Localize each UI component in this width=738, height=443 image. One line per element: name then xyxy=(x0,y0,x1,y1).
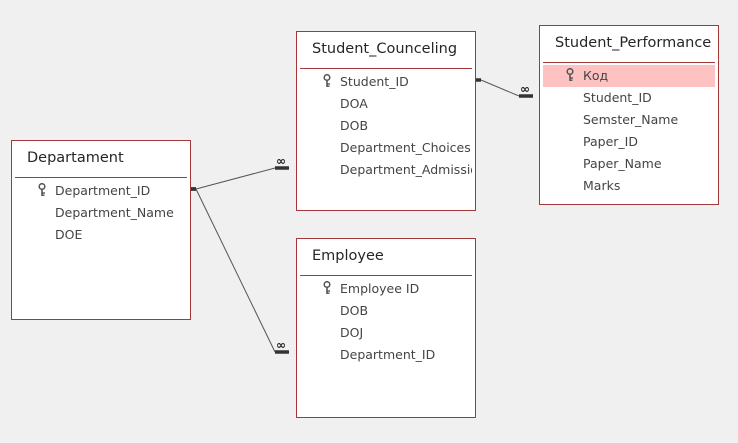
field-row[interactable]: Paper_ID xyxy=(543,131,715,153)
table-title[interactable]: Student_Counceling xyxy=(312,41,458,57)
field-row[interactable]: Employee ID xyxy=(300,278,472,300)
field-name: DOA xyxy=(340,96,368,111)
table-title[interactable]: Departament xyxy=(27,150,124,166)
field-name: DOB xyxy=(340,303,369,318)
field-row[interactable]: Department_ID xyxy=(300,344,472,366)
field-name: Department_Admission xyxy=(340,162,472,177)
field-row[interactable]: Paper_Name xyxy=(543,153,715,175)
field-list[interactable]: Employee ID DOB DOJ Department_ID xyxy=(300,278,472,414)
field-name: Department_ID xyxy=(55,183,151,198)
field-name: Marks xyxy=(583,178,621,193)
cardinality-many-label: ∞ xyxy=(276,154,286,168)
field-name: Semster_Name xyxy=(583,112,679,127)
field-name: Department_Choices xyxy=(340,140,471,155)
table-student-counceling[interactable]: Student_Counceling Student_ID DOA DOB Depar… xyxy=(296,31,476,211)
field-row[interactable]: Student_ID xyxy=(300,71,472,93)
field-row[interactable]: Marks xyxy=(543,175,715,197)
field-name: Employee ID xyxy=(340,281,420,296)
table-title[interactable]: Student_Performance xyxy=(555,35,712,51)
relationship-line[interactable]: 1∞ xyxy=(467,69,533,98)
relationship-line[interactable]: 1∞ xyxy=(182,178,289,354)
field-row[interactable]: Student_ID xyxy=(543,87,715,109)
field-row[interactable]: Semster_Name xyxy=(543,109,715,131)
title-divider xyxy=(543,62,715,63)
title-divider xyxy=(300,68,472,69)
cardinality-many-label: ∞ xyxy=(276,338,286,352)
field-name: Paper_Name xyxy=(583,156,662,171)
primary-key-icon xyxy=(38,183,46,196)
field-name: Department_Name xyxy=(55,205,174,220)
field-name: DOJ xyxy=(340,325,364,340)
field-row[interactable]: Department_Admission xyxy=(300,159,472,181)
title-divider xyxy=(300,275,472,276)
field-row[interactable]: Department_Name xyxy=(15,202,187,224)
field-row[interactable]: DOJ xyxy=(300,322,472,344)
table-employee[interactable]: Employee Employee ID DOB DOJ Department_ID xyxy=(296,238,476,418)
field-row[interactable]: DOB xyxy=(300,115,472,137)
field-row[interactable]: Department_Choices xyxy=(300,137,472,159)
field-row[interactable]: DOB xyxy=(300,300,472,322)
field-name: Student_ID xyxy=(583,90,652,105)
relationship-line[interactable]: 1∞ xyxy=(182,154,289,191)
field-row[interactable]: Department_ID xyxy=(15,180,187,202)
field-row[interactable]: DOA xyxy=(300,93,472,115)
field-name: Код xyxy=(583,68,609,83)
field-name: DOE xyxy=(55,227,83,242)
table-title[interactable]: Employee xyxy=(312,248,384,264)
field-row[interactable]: Код xyxy=(543,65,715,87)
field-name: Paper_ID xyxy=(583,134,638,149)
field-row[interactable]: DOE xyxy=(15,224,187,246)
field-name: Department_ID xyxy=(340,347,436,362)
title-divider xyxy=(15,177,187,178)
primary-key-icon xyxy=(566,68,574,81)
primary-key-icon xyxy=(323,74,331,87)
table-departament[interactable]: Departament Department_ID Department_Name… xyxy=(11,140,191,320)
field-name: DOB xyxy=(340,118,369,133)
cardinality-many-label: ∞ xyxy=(520,82,530,96)
primary-key-icon xyxy=(323,281,331,294)
field-name: Student_ID xyxy=(340,74,409,89)
